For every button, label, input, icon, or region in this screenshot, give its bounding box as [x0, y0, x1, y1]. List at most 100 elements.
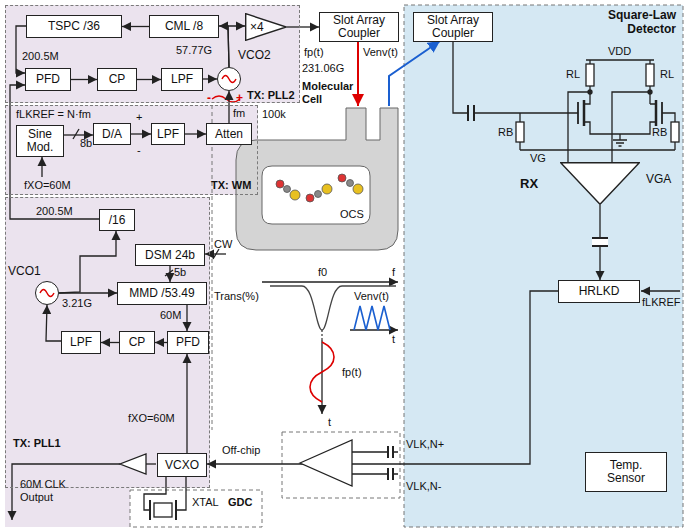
signal-label: 60M CLK Output	[20, 478, 90, 504]
signal-connector	[131, 133, 151, 134]
function-box: CML /8	[149, 15, 219, 38]
function-box: LPF	[61, 331, 101, 354]
signal-label: Venv(t)	[354, 290, 389, 303]
function-box: CP	[97, 68, 137, 91]
signal-label: VDD	[608, 45, 631, 58]
signal-label: Molecular Cell	[302, 80, 356, 106]
function-box: LPF	[151, 123, 185, 145]
vco-symbol: VCO2	[217, 67, 241, 91]
signal-connector	[186, 305, 187, 331]
sine-mark	[212, 96, 240, 102]
box-text: LPF	[70, 336, 92, 349]
function-box: Atten	[206, 123, 252, 145]
panel-heading: TX: WM	[211, 179, 251, 191]
signal-label: 100k	[262, 108, 286, 121]
wm-wires	[42, 129, 226, 276]
sine-mark	[36, 282, 58, 304]
box-text: LPF	[171, 73, 193, 86]
signal-connector	[16, 26, 26, 73]
signal-label: OCS	[340, 208, 364, 221]
panel-ground	[5, 5, 300, 527]
signal-connector	[207, 291, 558, 464]
signal-label: 60M	[160, 309, 181, 322]
signal-label: RL	[566, 68, 580, 81]
box-text: Slot Array Coupler	[417, 14, 489, 40]
signal-label: +	[236, 91, 243, 105]
signal-label: RX	[520, 176, 538, 191]
function-box: LPF	[161, 68, 203, 91]
signal-label: VLK,N+	[406, 438, 444, 451]
box-text: MMD /53.49	[129, 287, 194, 300]
box-text: D/A	[102, 128, 122, 141]
signal-label: 5b	[174, 266, 186, 279]
signal-label: Off-chip	[222, 444, 260, 457]
box-text: PFD	[176, 336, 200, 349]
signal-label: CW	[214, 238, 232, 251]
signal-connector	[186, 354, 187, 453]
function-box: Sine Mod.	[16, 125, 64, 157]
box-text: /16	[109, 214, 126, 227]
signal-label: 200.5M	[22, 50, 59, 63]
signal-label: 3.21G	[62, 297, 92, 310]
box-text: Sine Mod.	[20, 128, 60, 154]
signal-label: -	[137, 144, 141, 157]
vco-label: VCO1	[8, 264, 41, 278]
signal-label: GDC	[228, 496, 252, 509]
signal-label: Venv(t)	[363, 46, 398, 59]
function-box: D/A	[93, 123, 131, 145]
box-text: LPF	[157, 128, 179, 141]
signal-label: 57.77G	[176, 44, 212, 57]
function-box: /16	[99, 209, 135, 231]
signal-label: fXO=60M	[128, 412, 175, 425]
signal-label: f	[392, 266, 395, 279]
box-text: TSPC /36	[48, 20, 100, 33]
box-text: Temp. Sensor	[589, 459, 663, 485]
panel-heading: TX: PLL2	[247, 89, 295, 101]
function-box: Slot Array Coupler	[413, 12, 493, 42]
signal-label: fLKREF = N·fm	[16, 108, 91, 121]
signal-label: fm	[233, 107, 245, 120]
box-text: CML /8	[165, 20, 203, 33]
signal-connector	[169, 266, 170, 282]
signal-label: Square-Law Detector	[580, 8, 676, 36]
molecular-cell	[236, 40, 440, 250]
signal-connector	[203, 78, 217, 79]
function-box: Temp. Sensor	[585, 452, 667, 492]
function-box: DSM 24b	[135, 244, 205, 266]
detector-circuit	[453, 40, 680, 291]
signal-connector	[122, 26, 149, 27]
box-text: VCXO	[165, 459, 199, 472]
signal-connector	[228, 91, 229, 123]
signal-label: fLKREF	[642, 296, 681, 309]
signal-label: 200.5M	[36, 205, 73, 218]
box-text: DSM 24b	[145, 249, 195, 262]
amplifier-label: VGA	[646, 172, 671, 186]
block-panel: TX: PLL1/16DSM 24bVCO1MMD /53.49LPF CP PFD…	[5, 197, 210, 488]
signal-label: fXO=60M	[24, 179, 71, 192]
amplifier-outline	[560, 162, 640, 205]
box-text: Atten	[215, 128, 243, 141]
spectrum-graph	[262, 282, 398, 414]
cap-symbol	[592, 238, 608, 246]
box-text: CP	[109, 73, 126, 86]
function-box: HRLKD	[558, 280, 640, 303]
box-text: PFD	[36, 73, 60, 86]
signal-label: VG	[530, 152, 546, 165]
signal-connector	[219, 26, 229, 67]
amplifier-label: ×4	[250, 20, 264, 34]
offchip-caps	[352, 446, 398, 480]
signal-label: -	[207, 91, 211, 105]
cap-gap	[592, 238, 608, 246]
function-box: Slot Array Coupler	[319, 12, 399, 42]
function-box: MMD /53.49	[117, 282, 207, 305]
box-text: CP	[129, 336, 146, 349]
function-box: PFD	[25, 68, 71, 91]
signal-label: fp(t)	[304, 46, 324, 59]
signal-connector	[101, 342, 119, 343]
signal-label: +	[136, 111, 142, 124]
signal-label: XTAL	[192, 496, 219, 509]
amplifier-symbol: VGA	[560, 162, 640, 205]
vco-label: VCO2	[238, 48, 271, 62]
gdc-border	[130, 490, 262, 527]
panel-heading: TX: PLL1	[13, 437, 61, 449]
